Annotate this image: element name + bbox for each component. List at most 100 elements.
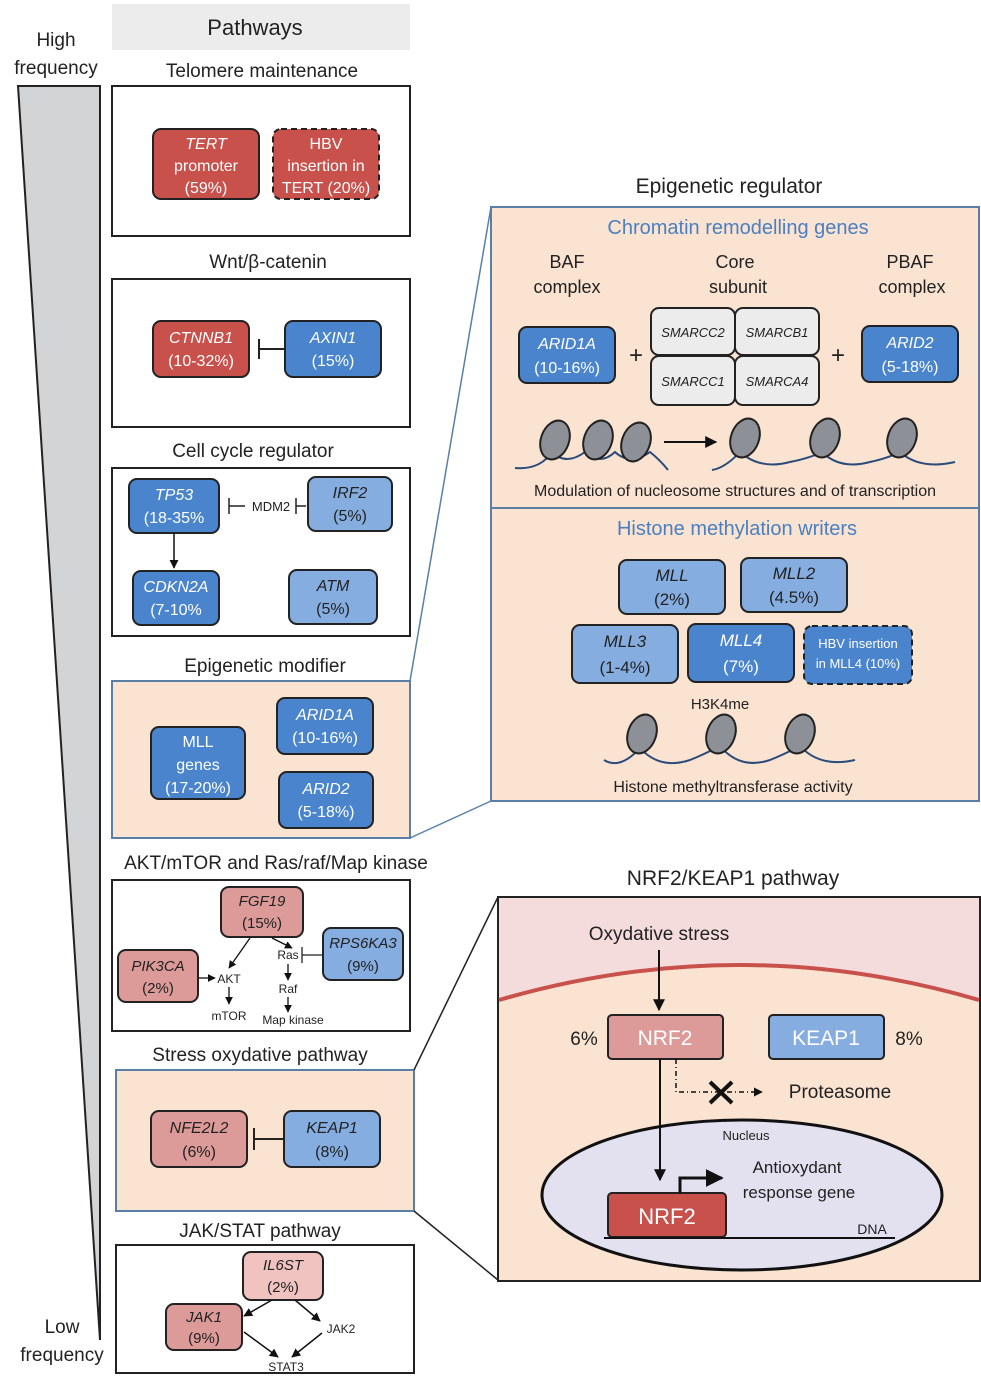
jak1-node xyxy=(165,1303,243,1351)
atm-pct: (5%) xyxy=(316,601,350,618)
tert-gene: TERT xyxy=(185,136,228,153)
epireg-arid2-gene: ARID2 xyxy=(885,335,933,352)
cdkn2a-gene: CDKN2A xyxy=(144,579,209,596)
mll3-node xyxy=(571,624,679,684)
rps6ka3-pct: (9%) xyxy=(347,958,379,975)
arid1a-pct: (10-16%) xyxy=(292,730,358,747)
cdkn2a-node xyxy=(132,570,220,626)
hmt-label: Histone methyltransferase activity xyxy=(613,779,852,796)
nrf2-cyto-node xyxy=(607,1014,724,1060)
epireg-arid2-node xyxy=(861,325,959,383)
nucleosome-icon xyxy=(539,419,652,463)
axin1-gene: AXIN1 xyxy=(309,330,356,347)
low-frequency-label-2: frequency xyxy=(20,1345,104,1366)
epireg-arid1a-node xyxy=(518,326,616,384)
plus-right: + xyxy=(831,342,845,369)
pik3ca-gene: PIK3CA xyxy=(131,958,184,975)
antiox-label-1: Antioxydant xyxy=(753,1158,842,1177)
pbaf-label-1: PBAF xyxy=(886,252,933,272)
mll3-gene: MLL3 xyxy=(604,632,647,651)
oxstress-label: Oxydative stress xyxy=(589,924,729,945)
nrf2-nuc-label: NRF2 xyxy=(638,1204,695,1229)
mll4-gene: MLL4 xyxy=(720,631,763,650)
hbv-label: HBV xyxy=(310,136,343,153)
mll4-pct: (7%) xyxy=(723,657,759,676)
modulation-label: Modulation of nucleosome structures and … xyxy=(534,483,936,500)
epimod-connector-bottom xyxy=(409,800,492,839)
keap1-pct: (8%) xyxy=(315,1144,349,1161)
keap1-cyto-label: KEAP1 xyxy=(792,1027,860,1050)
histone-title: Histone methylation writers xyxy=(617,518,857,540)
rps6ka3-gene: RPS6KA3 xyxy=(329,935,397,952)
hbv-tert-node xyxy=(272,128,380,200)
mtor-label: mTOR xyxy=(211,1009,246,1023)
nucleus-label: Nucleus xyxy=(723,1128,770,1143)
mll3-pct: (1-4%) xyxy=(599,658,650,677)
high-frequency-label-2: frequency xyxy=(14,58,98,79)
epireg-arid2-pct: (5-18%) xyxy=(882,359,939,376)
akt-title: AKT/mTOR and Ras/raf/Map kinase xyxy=(124,853,428,874)
akt-label: AKT xyxy=(217,972,241,986)
hbv-mll4-label-2: in MLL4 (10%) xyxy=(816,656,901,671)
pbaf-label-2: complex xyxy=(878,277,945,297)
stat3-label: STAT3 xyxy=(268,1360,304,1374)
jak1-stat3-arrow xyxy=(243,1331,279,1358)
h3k4me-label: H3K4me xyxy=(691,696,749,713)
mll-genes-word: genes xyxy=(176,757,220,774)
smarca4-gene: SMARCA4 xyxy=(746,374,809,389)
chromatin-title: Chromatin remodelling genes xyxy=(607,217,868,239)
mll-genes-label: MLL xyxy=(182,734,213,751)
ctnnb1-node xyxy=(152,320,250,378)
core-label-1: Core xyxy=(715,252,754,272)
arid1a-gene: ARID1A xyxy=(295,707,354,724)
hbv-mll4-label-1: HBV insertion xyxy=(818,636,897,651)
axin1-pct: (15%) xyxy=(312,353,355,370)
mll2-pct: (4.5%) xyxy=(769,588,819,607)
low-frequency-label-1: Low xyxy=(45,1317,80,1338)
keap1-gene: KEAP1 xyxy=(306,1120,358,1137)
fgf19-ras-arrow xyxy=(271,937,293,949)
mll4-node xyxy=(687,623,795,683)
il6st-node xyxy=(242,1251,324,1301)
hbv-mll4-node xyxy=(803,625,913,685)
il6st-jak1-arrow xyxy=(243,1299,273,1317)
cell-membrane xyxy=(498,963,980,1002)
fgf19-pct: (15%) xyxy=(242,915,282,932)
il6st-jak2-arrow xyxy=(294,1299,321,1322)
jak2-stat3-arrow xyxy=(291,1332,323,1358)
raf-label: Raf xyxy=(279,982,298,996)
il6st-gene: IL6ST xyxy=(263,1257,305,1274)
hbv-insertion-label: insertion in xyxy=(287,158,364,175)
irf2-gene: IRF2 xyxy=(333,485,368,502)
arid2-pct: (5-18%) xyxy=(298,804,355,821)
proteasome-arrow xyxy=(675,1059,763,1097)
epireg-title: Epigenetic regulator xyxy=(636,175,823,198)
proteasome-label: Proteasome xyxy=(789,1082,891,1103)
tp53-pct: (18-35% xyxy=(144,510,204,527)
mll-genes-node xyxy=(150,726,246,800)
smarca4-node xyxy=(734,355,820,406)
nfe2l2-gene: NFE2L2 xyxy=(170,1120,229,1137)
tert-promoter-label: promoter xyxy=(174,158,239,175)
tert-promoter-node xyxy=(152,128,260,200)
frequency-triangle xyxy=(16,85,101,1341)
irf2-pct: (5%) xyxy=(333,508,367,525)
il6st-pct: (2%) xyxy=(267,1279,299,1296)
telomere-title: Telomere maintenance xyxy=(166,61,358,82)
nfe2l2-pct: (6%) xyxy=(182,1144,216,1161)
antiox-label-2: response gene xyxy=(743,1183,855,1202)
tert-pct: (59%) xyxy=(185,180,228,197)
smarcc2-gene: SMARCC2 xyxy=(661,325,725,340)
epimod-title: Epigenetic modifier xyxy=(184,656,346,677)
ctnnb1-pct: (10-32%) xyxy=(168,353,234,370)
stress-connector-bottom xyxy=(413,1210,499,1281)
mll-node xyxy=(618,559,726,615)
jak2-label: JAK2 xyxy=(327,1322,356,1336)
arid2-gene: ARID2 xyxy=(301,781,349,798)
mdm2-label: MDM2 xyxy=(252,499,290,514)
block-x-icon xyxy=(708,1080,734,1105)
core-label-2: subunit xyxy=(709,277,767,297)
stress-title: Stress oxydative pathway xyxy=(152,1045,368,1066)
nucleosome-methyl-icon xyxy=(626,713,816,755)
mll-pct: (2%) xyxy=(654,590,690,609)
